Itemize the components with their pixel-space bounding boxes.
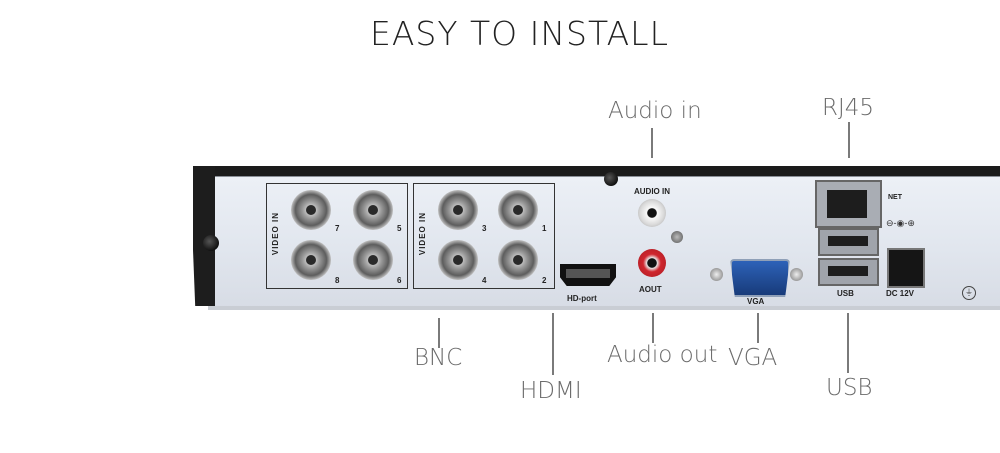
- callout-vga: VGA: [728, 345, 778, 371]
- page-title: EASY TO INSTALL: [370, 14, 669, 53]
- leader-hdmi: [552, 313, 554, 375]
- audio-in-label: AUDIO IN: [634, 187, 670, 196]
- leader-bnc: [438, 318, 440, 348]
- bnc-number: 1: [542, 224, 547, 233]
- leader-vga: [757, 313, 759, 343]
- screw-icon: [671, 231, 683, 243]
- bnc-number: 6: [397, 276, 402, 285]
- hdmi-port[interactable]: [560, 264, 616, 286]
- dvr-top-cover: [193, 166, 1000, 178]
- aout-label: AOUT: [639, 285, 662, 294]
- bnc-connector[interactable]: [498, 190, 538, 230]
- bnc-connector[interactable]: [291, 190, 331, 230]
- ground-icon: ⏚: [962, 286, 976, 300]
- dc-power-jack[interactable]: [887, 248, 925, 288]
- vga-screw-icon: [710, 268, 723, 281]
- video-in-label: VIDEO IN: [271, 212, 280, 256]
- bnc-connector[interactable]: [353, 240, 393, 280]
- usb-label: USB: [837, 289, 854, 298]
- bnc-number: 2: [542, 276, 547, 285]
- bnc-number: 5: [397, 224, 402, 233]
- dc-label: DC 12V: [886, 289, 915, 298]
- bnc-number: 8: [335, 276, 340, 285]
- usb-port[interactable]: [818, 228, 879, 256]
- bnc-connector[interactable]: [291, 240, 331, 280]
- bnc-connector[interactable]: [438, 240, 478, 280]
- dvr-bottom-edge: [208, 306, 1000, 310]
- callout-hdmi: HDMI: [520, 378, 582, 404]
- bnc-connector[interactable]: [353, 190, 393, 230]
- dc-polarity-icon: ⊖-◉-⊕: [886, 218, 915, 228]
- vga-label: VGA: [747, 297, 765, 306]
- bnc-group-2: VIDEO IN 3 1 4 2: [413, 183, 555, 289]
- bnc-number: 7: [335, 224, 340, 233]
- usb-port[interactable]: [818, 258, 879, 286]
- bnc-connector[interactable]: [498, 240, 538, 280]
- callout-usb: USB: [826, 375, 873, 401]
- bnc-group-1: VIDEO IN 7 5 8 6: [266, 183, 408, 289]
- net-label: NET: [888, 194, 902, 201]
- dvr-left-bracket: [193, 166, 215, 306]
- callout-rj45: RJ45: [822, 95, 875, 121]
- leader-audio-in: [651, 128, 653, 158]
- bnc-number: 3: [482, 224, 487, 233]
- callout-audio-in: Audio in: [608, 98, 702, 124]
- screw-icon: [203, 235, 219, 251]
- callout-audio-out: Audio out: [607, 342, 718, 368]
- leader-usb: [847, 313, 849, 373]
- vga-screw-icon: [790, 268, 803, 281]
- audio-out-jack[interactable]: [638, 249, 666, 277]
- audio-in-jack[interactable]: [638, 199, 666, 227]
- leader-audio-out: [652, 313, 654, 343]
- bnc-number: 4: [482, 276, 487, 285]
- screw-icon: [604, 172, 618, 186]
- rj45-port[interactable]: [815, 180, 882, 228]
- hd-port-label: HD-port: [567, 294, 597, 303]
- leader-rj45: [848, 122, 850, 158]
- video-in-label: VIDEO IN: [418, 212, 427, 256]
- vga-port[interactable]: [730, 259, 790, 297]
- bnc-connector[interactable]: [438, 190, 478, 230]
- callout-bnc: BNC: [414, 345, 463, 371]
